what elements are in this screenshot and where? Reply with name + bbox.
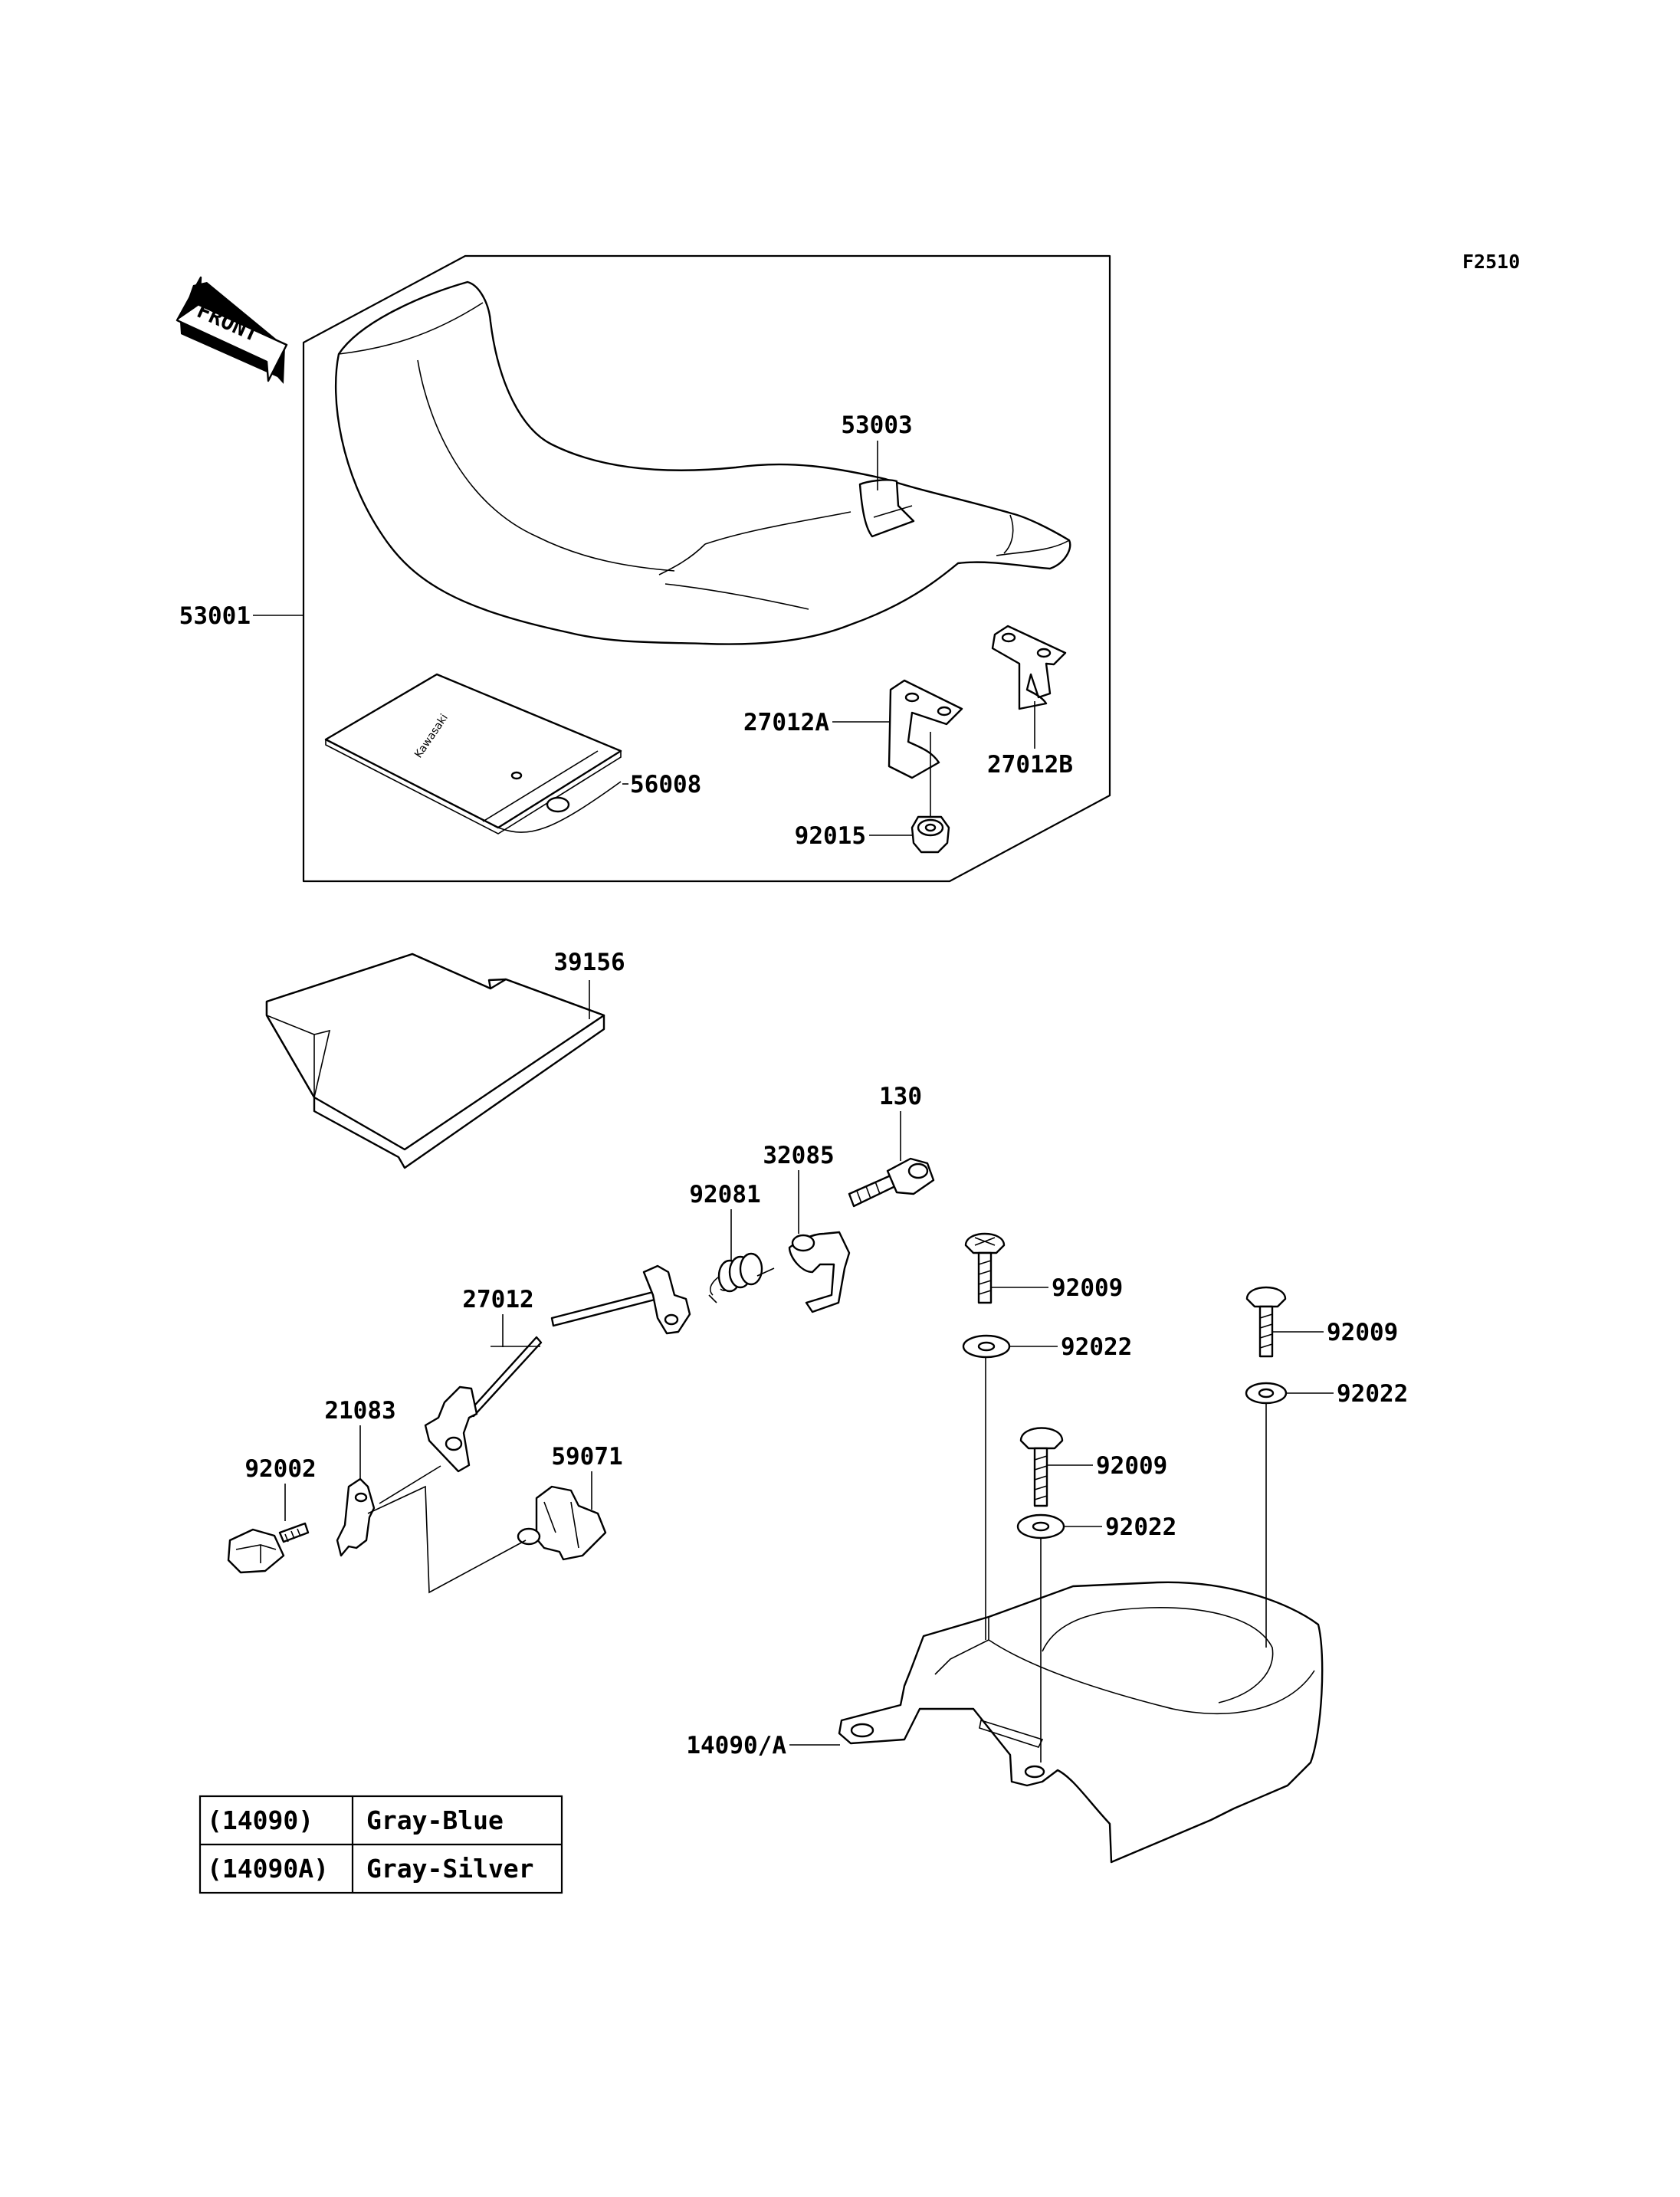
seat-strap [858, 479, 915, 538]
screw-92009-b [1245, 1286, 1287, 1358]
label-92022-b: 92022 [1337, 1380, 1408, 1408]
screw-92009-a [964, 1232, 1006, 1304]
seat-bracket-b [991, 625, 1067, 710]
link-plate-21083 [336, 1477, 376, 1557]
spring-92081 [708, 1252, 775, 1303]
color-table: (14090) Gray-Blue (14090A) Gray-Silver [199, 1795, 563, 1894]
washer-92022-c [1016, 1513, 1065, 1540]
label-92081: 92081 [689, 1181, 760, 1208]
lever-rod-27012 [424, 1264, 691, 1473]
label-32085: 32085 [763, 1142, 834, 1169]
screw-92009-c [1019, 1427, 1064, 1507]
table-color-1: Gray-Blue [366, 1805, 504, 1835]
seat-bracket-a [888, 679, 963, 779]
label-27012A: 27012A [743, 709, 829, 736]
leader-line [379, 1465, 441, 1504]
label-56008: 56008 [630, 771, 701, 798]
label-53003: 53003 [841, 412, 912, 439]
leader-lines [253, 441, 1334, 1763]
label-130: 130 [879, 1083, 922, 1110]
label-92009-c: 92009 [1096, 1452, 1167, 1480]
seat-assembly-box [302, 254, 1111, 883]
label-92015: 92015 [795, 822, 866, 850]
seat-pad [265, 953, 605, 1169]
label-39156: 39156 [553, 949, 625, 976]
label-92022-a: 92022 [1061, 1333, 1132, 1361]
label-92009-b: 92009 [1327, 1319, 1398, 1346]
side-cover-14090 [838, 1581, 1324, 1864]
label-59071: 59071 [551, 1443, 622, 1471]
label-14090A: 14090/A [686, 1732, 786, 1759]
label-27012: 27012 [462, 1286, 533, 1313]
figure-code: F2510 [1462, 251, 1520, 273]
bolt-130 [848, 1157, 935, 1208]
washer-92022-b [1245, 1382, 1288, 1405]
label-27012B: 27012B [987, 751, 1073, 779]
leader-line [367, 1485, 527, 1594]
washer-92022-a [962, 1334, 1011, 1359]
table-code-2: (14090A) [207, 1854, 329, 1884]
label-92022-c: 92022 [1105, 1513, 1176, 1541]
front-arrow-icon: FRONT [176, 276, 288, 384]
table-code-1: (14090) [207, 1805, 313, 1835]
lever-32085 [788, 1231, 851, 1313]
label-92009-a: 92009 [1052, 1274, 1123, 1302]
label-53001: 53001 [179, 602, 251, 630]
seat [334, 280, 1071, 645]
bolt-92002 [227, 1522, 310, 1574]
label-21083: 21083 [324, 1397, 395, 1425]
table-color-2: Gray-Silver [366, 1854, 534, 1884]
tool-bag: Kawasaki [324, 673, 622, 835]
nut-92015 [911, 815, 950, 854]
damper-59071 [517, 1485, 607, 1561]
label-92002: 92002 [244, 1455, 316, 1483]
